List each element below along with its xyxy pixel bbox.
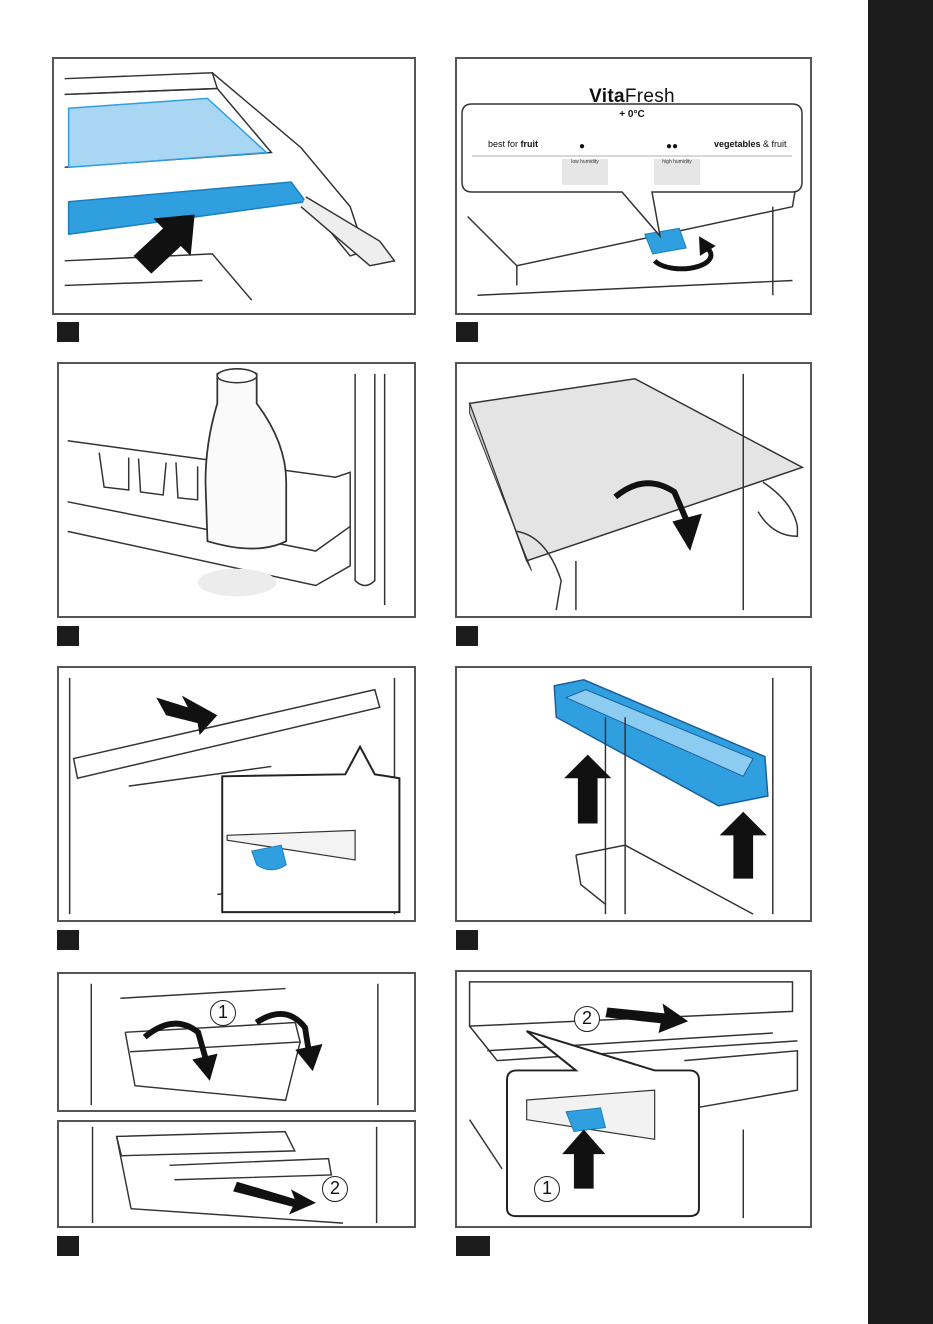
pull-arrow-icon (605, 1004, 688, 1034)
panel-door-bin-bottle (57, 362, 416, 618)
panel-shelf-remove (455, 970, 812, 1228)
low-humidity-label: low humidity (565, 159, 605, 165)
glass-shelf-illustration (54, 59, 414, 313)
lift-arrow-icon (720, 812, 767, 879)
vitafresh-label-card: VitaFresh + 0°C best for fruit vegetable… (462, 82, 802, 178)
vitafresh-temperature: + 0°C (462, 109, 802, 120)
door-bin-lift-illustration (457, 668, 810, 920)
shelf-clip-illustration (59, 668, 414, 920)
step-number-badge: 1 (210, 1000, 236, 1026)
high-humidity-droplet-icon: ●● (666, 141, 678, 152)
panel-drawer-pull (57, 1120, 416, 1228)
step-marker-5 (57, 930, 79, 950)
sidebar-tab (868, 0, 933, 1324)
vegetables-fruit-label: vegetables & fruit (714, 139, 787, 149)
high-humidity-label: high humidity (657, 159, 697, 165)
panel-drawer-tilt (57, 972, 416, 1112)
panel-shelf-clip (57, 666, 416, 922)
panel-glass-shelf-insert (52, 57, 416, 315)
panel-door-bin-lift (455, 666, 812, 922)
vitafresh-title: VitaFresh (462, 86, 802, 108)
step-marker-3 (57, 626, 79, 646)
step-number-badge: 1 (534, 1176, 560, 1202)
step-marker-7 (57, 1236, 79, 1256)
best-for-fruit-label: best for fruit (488, 139, 538, 149)
step-marker-6 (456, 930, 478, 950)
tilt-arrow-icon (256, 1014, 308, 1052)
drawer-tilt-illustration (59, 974, 414, 1110)
pull-arrow-icon (233, 1182, 316, 1215)
shelf-tilt-illustration (457, 364, 810, 616)
low-humidity-droplet-icon: ● (579, 141, 585, 152)
drawer-pull-illustration (59, 1122, 414, 1226)
step-marker-1 (57, 322, 79, 342)
step-number-badge: 2 (322, 1176, 348, 1202)
panel-glass-shelf-tilt (455, 362, 812, 618)
lift-arrow-icon (564, 755, 611, 824)
step-marker-2 (456, 322, 478, 342)
push-arrow-icon (156, 696, 217, 735)
step-marker-4 (456, 626, 478, 646)
step-marker-8 (456, 1236, 490, 1256)
bottle-icon (205, 369, 286, 549)
step-number-badge: 2 (574, 1006, 600, 1032)
shelf-remove-illustration (457, 972, 810, 1226)
door-bin-illustration (59, 364, 414, 616)
